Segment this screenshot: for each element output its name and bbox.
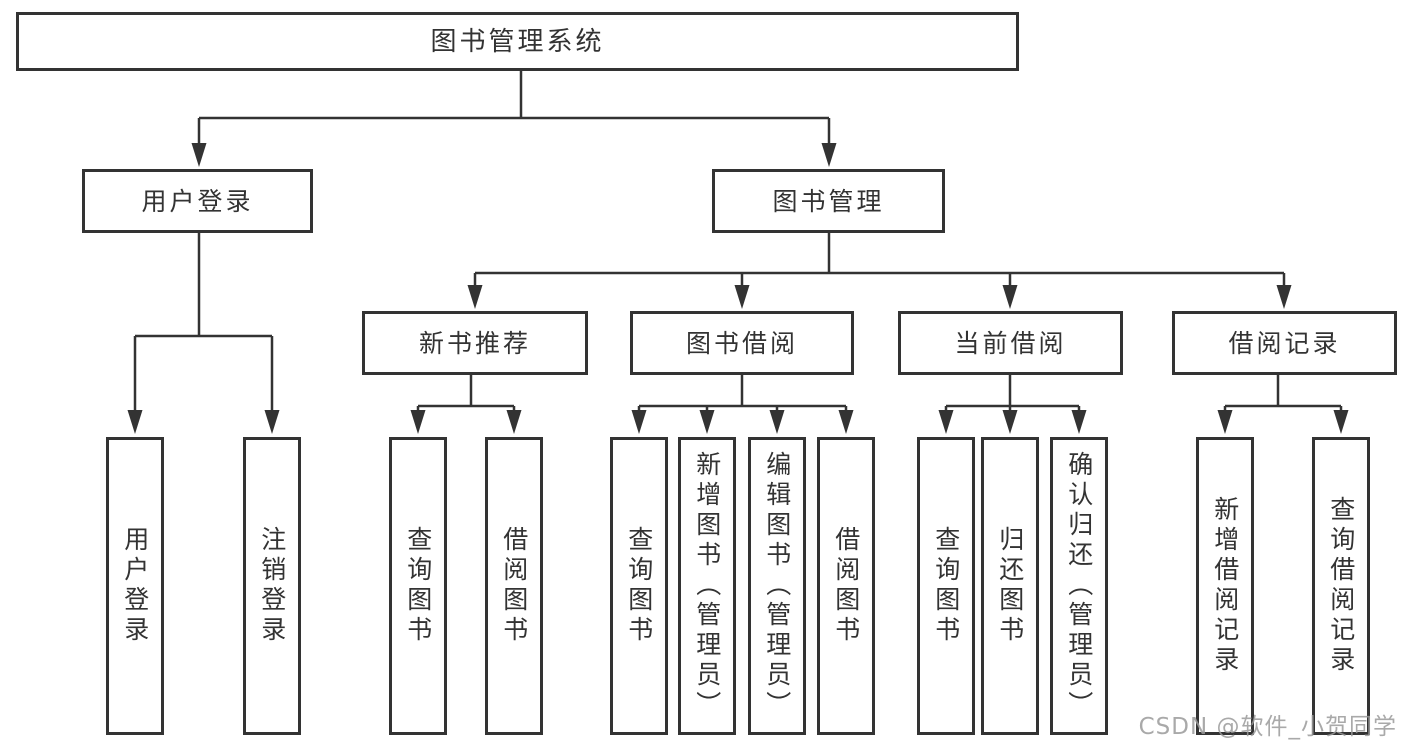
- leaf-confirm-return-admin: 确认归还（管理员）: [1050, 437, 1108, 735]
- leaf-borrow-books-borrowing: 借阅图书: [817, 437, 875, 735]
- leaf-return-book: 归还图书: [981, 437, 1039, 735]
- leaf-query-borrow-record: 查询借阅记录: [1312, 437, 1370, 735]
- leaf-user-login: 用户登录: [106, 437, 164, 735]
- node-borrowing-records: 借阅记录: [1172, 311, 1397, 375]
- leaf-query-books-borrowing: 查询图书: [610, 437, 668, 735]
- leaf-edit-book-admin: 编辑图书（管理员）: [748, 437, 806, 735]
- watermark: CSDN @软件_小贺同学: [1138, 714, 1397, 740]
- leaf-add-borrow-record: 新增借阅记录: [1196, 437, 1254, 735]
- node-user-login: 用户登录: [82, 169, 313, 233]
- leaf-borrow-books-recommend: 借阅图书: [485, 437, 543, 735]
- node-new-book-recommendation: 新书推荐: [362, 311, 588, 375]
- node-current-borrowing: 当前借阅: [898, 311, 1123, 375]
- node-book-management: 图书管理: [712, 169, 945, 233]
- leaf-query-books-recommend: 查询图书: [389, 437, 447, 735]
- node-book-borrowing: 图书借阅: [630, 311, 854, 375]
- leaf-add-book-admin: 新增图书（管理员）: [678, 437, 736, 735]
- node-library-management-system: 图书管理系统: [16, 12, 1019, 71]
- leaf-query-books-current: 查询图书: [917, 437, 975, 735]
- leaf-logout: 注销登录: [243, 437, 301, 735]
